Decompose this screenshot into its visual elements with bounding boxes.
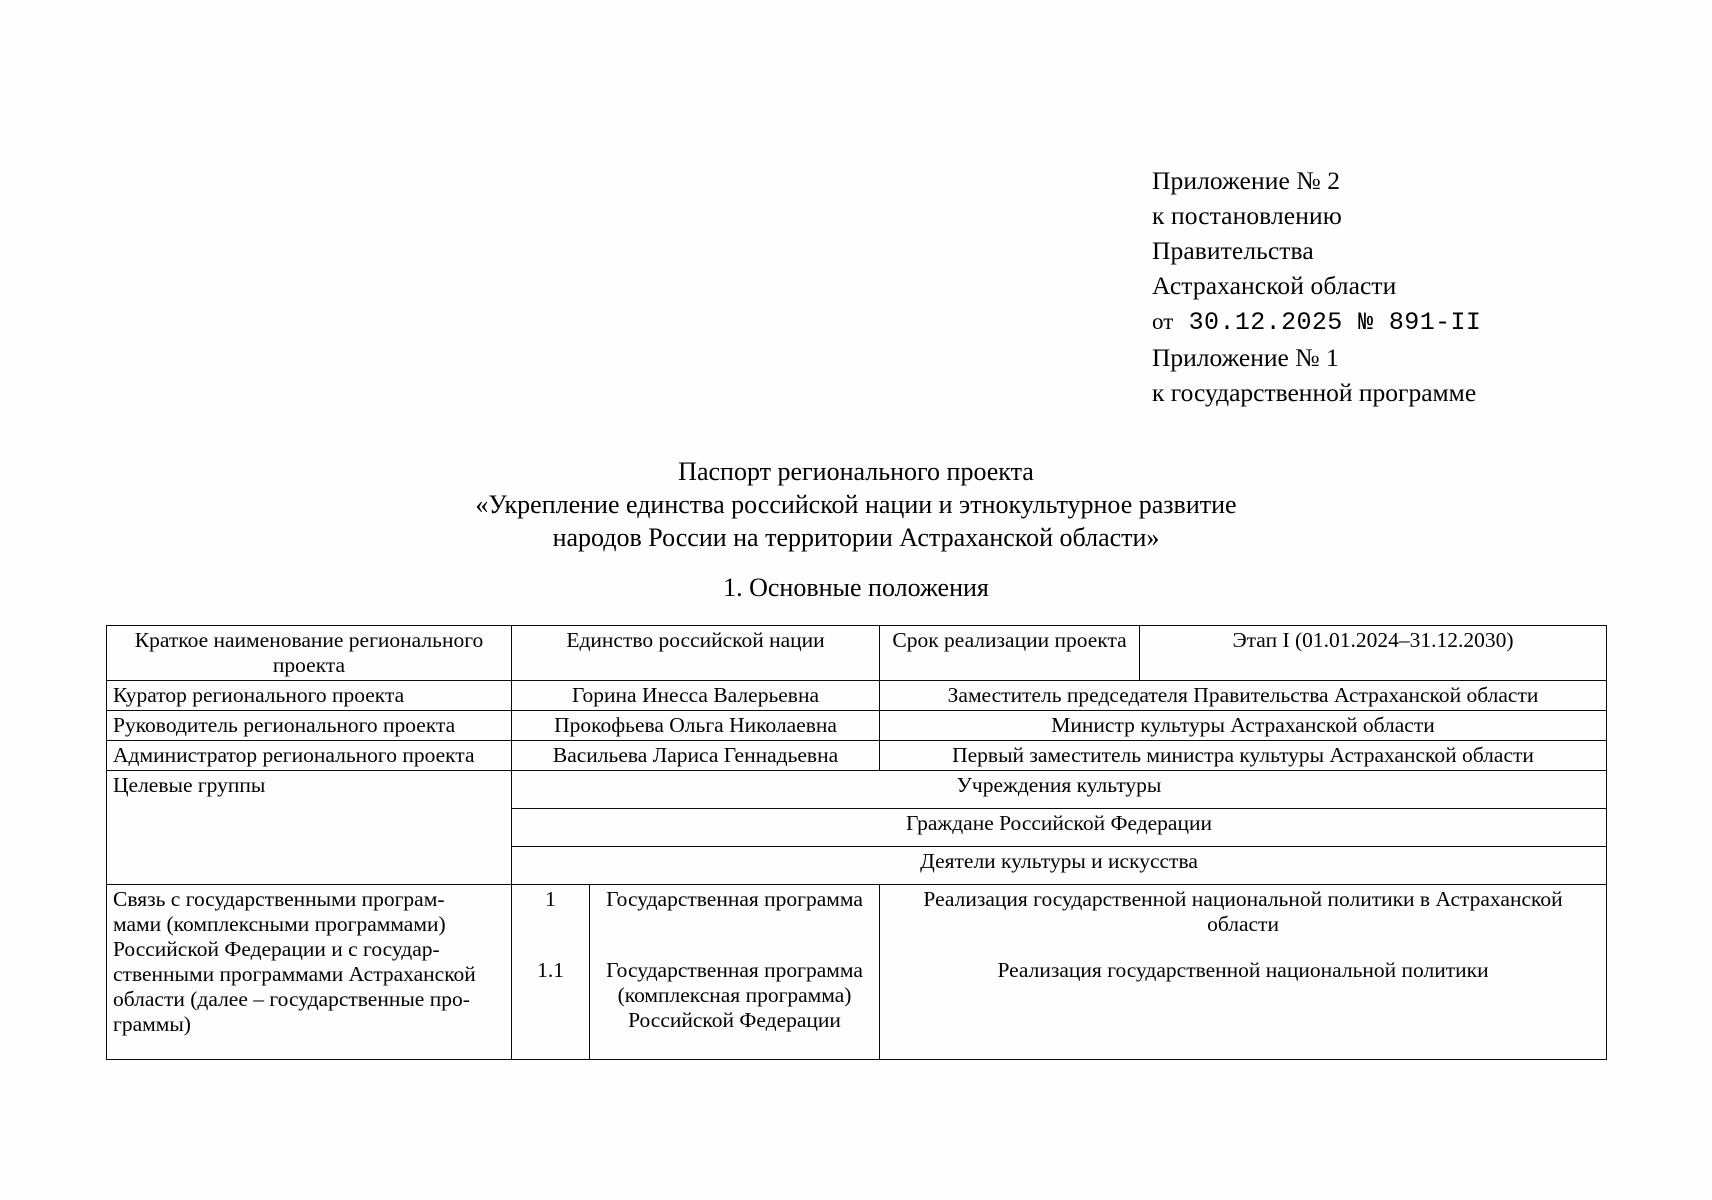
program-1-kind-line-1: Государственная программа — [606, 887, 863, 911]
programs-label-line-4: ственными программами Астраханской — [113, 962, 476, 986]
appendix-line-1: Приложение № 2 — [1152, 166, 1341, 195]
cell-target-groups-label: Целевые группы — [106, 770, 512, 885]
cell-programs-label: Связь с государственными програм- мами (… — [106, 884, 512, 1060]
cell-program-11-num: 1.1 — [511, 955, 590, 1060]
appendix2-line-1: Приложение № 1 — [1152, 343, 1339, 372]
page-title: Паспорт регионального проекта «Укреплени… — [106, 455, 1606, 554]
cell-head-person: Прокофьева Ольга Николаевна — [510, 710, 881, 741]
appendix-line-4: Астраханской области — [1152, 271, 1397, 300]
cell-term-label: Срок реализации проекта — [879, 625, 1141, 681]
table-row: 1.1 Государственная программа (комплексн… — [107, 955, 1608, 1060]
cell-short-name-value: Единство российской нации — [510, 625, 881, 681]
program-11-kind-line-1: Государственная программа — [606, 957, 863, 982]
table-row: Куратор регионального проекта Горина Ине… — [106, 680, 1608, 711]
cell-term-value: Этап I (01.01.2024–31.12.2030) — [1139, 625, 1608, 681]
appendix-line-2: к постановлению — [1152, 201, 1342, 230]
cell-program-1-value: Реализация государственной национальной … — [879, 883, 1608, 956]
decree-date-value: 30.12.2025 № 891-II — [1188, 308, 1482, 337]
cell-curator-person: Горина Инесса Валерьевна — [510, 680, 881, 711]
cell-program-1-num: 1 — [511, 883, 590, 956]
program-1-value-line-2: в Астраханской области — [1207, 887, 1563, 936]
basic-provisions-table: Краткое наименование регионального проек… — [106, 625, 1608, 1060]
cell-admin-position: Первый заместитель министра культуры Аст… — [879, 740, 1608, 771]
cell-target-group-1: Учреждения культуры — [510, 770, 1608, 809]
cell-short-name-label: Краткое наименование регионального проек… — [106, 625, 512, 681]
table-row: Связь с государственными програм- мами (… — [106, 883, 1608, 1060]
cell-admin-person: Васильева Лариса Геннадьевна — [510, 740, 881, 771]
table-row: Деятели культуры и искусства — [107, 846, 1608, 885]
table-row: Администратор регионального проекта Васи… — [106, 740, 1608, 771]
table-row: Целевые группы Учреждения культуры — [106, 770, 1608, 885]
cell-program-11-kind: Государственная программа (комплексная п… — [588, 955, 881, 1060]
cell-program-11-value: Реализация государственной национальной … — [879, 955, 1608, 1060]
programs-label-line-5: области (далее – государственные про- — [113, 987, 470, 1011]
program-11-kind-line-2: (комплексная программа) — [617, 982, 852, 1007]
cell-admin-label: Администратор регионального проекта — [106, 740, 512, 771]
decree-date-number: от 30.12.2025 № 891-II — [1152, 304, 1572, 340]
program-11-kind-line-3: Российской Федерации — [628, 1007, 841, 1032]
title-line-1: Паспорт регионального проекта — [678, 457, 1034, 486]
title-line-2: «Укрепление единства российской нации и … — [475, 490, 1237, 519]
decree-date-label: от — [1152, 309, 1174, 334]
table-row: Краткое наименование регионального проек… — [106, 625, 1608, 681]
cell-program-1-kind: Государственная программа — [588, 883, 881, 956]
program-1-value-line-1: Реализация государственной национальной … — [923, 887, 1415, 911]
programs-label-line-3: Российской Федерации и с государ- — [113, 937, 440, 961]
title-line-3: народов России на территории Астраханско… — [552, 523, 1160, 552]
cell-target-group-2: Граждане Российской Федерации — [510, 808, 1608, 847]
cell-target-group-3: Деятели культуры и искусства — [510, 846, 1608, 885]
appendix-header: Приложение № 2 к постановлению Правитель… — [1152, 163, 1572, 340]
program-11-value-line-1: Реализация государственной национальной … — [997, 957, 1489, 982]
cell-curator-position: Заместитель председателя Правительства А… — [879, 680, 1608, 711]
programs-label-line-1: Связь с государственными програм- — [113, 887, 445, 911]
programs-label-line-6: граммы) — [113, 1012, 191, 1036]
appendix-line-3: Правительства — [1152, 236, 1314, 265]
cell-curator-label: Куратор регионального проекта — [106, 680, 512, 711]
table-row: Руководитель регионального проекта Проко… — [106, 710, 1608, 741]
section-heading: 1. Основные положения — [723, 573, 989, 602]
table-row: Граждане Российской Федерации — [107, 808, 1608, 847]
appendix-header-secondary: Приложение № 1 к государственной програм… — [1152, 340, 1572, 410]
cell-head-label: Руководитель регионального проекта — [106, 710, 512, 741]
main-table-container: Краткое наименование регионального проек… — [106, 625, 1608, 1060]
cell-head-position: Министр культуры Астраханской области — [879, 710, 1608, 741]
appendix2-line-2: к государственной программе — [1152, 378, 1477, 407]
programs-label-line-2: мами (комплексными программами) — [113, 912, 446, 936]
